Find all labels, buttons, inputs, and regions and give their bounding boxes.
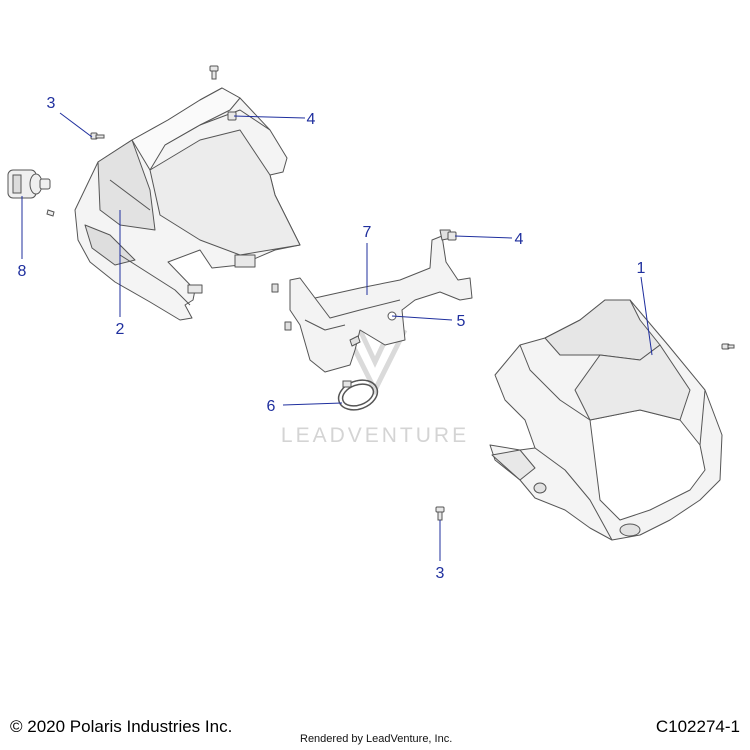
part-1-drawing — [489, 299, 723, 541]
callout-7: 7 — [363, 224, 372, 241]
callout-4-top: 4 — [307, 111, 316, 128]
rendered-by-text: Rendered by LeadVenture, Inc. — [300, 733, 453, 745]
callout-5: 5 — [457, 313, 466, 330]
callout-3-top: 3 — [47, 95, 56, 112]
leader-4-top — [233, 115, 306, 119]
callout-labels: 1 2 3 4 4 5 6 7 8 3 — [18, 95, 646, 582]
leader-4-right — [454, 235, 513, 239]
callout-8: 8 — [18, 263, 27, 280]
callout-1: 1 — [637, 260, 646, 277]
leader-6 — [282, 402, 343, 406]
diagram-id: C102274-1 — [655, 717, 740, 736]
part-8-drawing — [7, 169, 55, 217]
part-6-drawing — [337, 379, 379, 411]
fastener-3-bottom — [435, 506, 445, 521]
callout-3-bottom: 3 — [436, 565, 445, 582]
leader-3-top — [59, 112, 93, 138]
watermark-text: LEADVENTURE — [281, 424, 469, 447]
leader-1 — [640, 276, 653, 356]
fastener-4-right — [447, 231, 457, 241]
copyright-text: © 2020 Polaris Industries Inc. — [10, 717, 233, 736]
part-2-drawing — [74, 87, 301, 321]
leader-lines — [21, 112, 653, 561]
callout-6: 6 — [267, 398, 276, 415]
callout-4-right: 4 — [515, 231, 524, 248]
fastener-top-screw — [209, 65, 219, 80]
callout-2: 2 — [116, 321, 125, 338]
fastener-right-screw — [721, 343, 735, 350]
leader-5 — [391, 315, 453, 321]
fastener-3-top — [90, 132, 105, 140]
